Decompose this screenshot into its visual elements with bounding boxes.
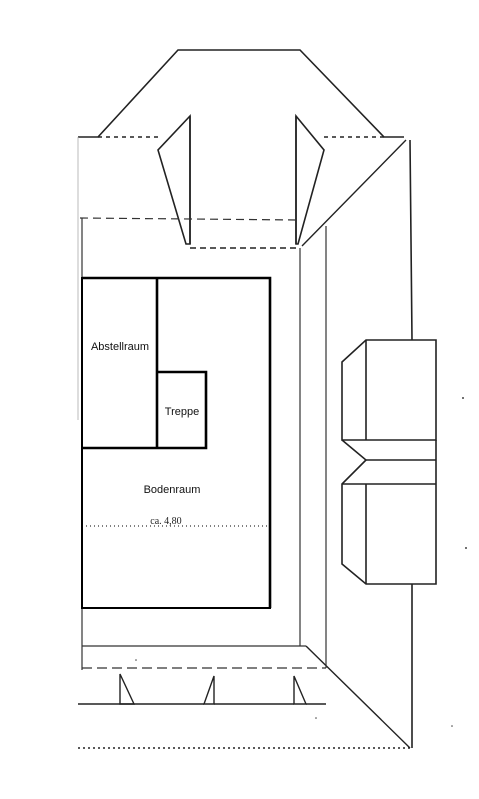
knee-wall-outline <box>79 217 327 670</box>
room-label-attic: Bodenraum <box>144 484 201 496</box>
roof-outline <box>77 49 413 749</box>
top-dormer <box>98 113 384 249</box>
room-walls <box>81 276 272 609</box>
room-label-storage: Abstellraum <box>91 341 149 353</box>
dimension-label: ca. 4,80 <box>150 516 181 527</box>
right-dormers <box>341 339 437 585</box>
roof-hip-lines <box>301 139 411 749</box>
bottom-vents <box>78 673 326 705</box>
room-label-stairs: Treppe <box>165 406 199 418</box>
scan-specks <box>135 397 467 727</box>
